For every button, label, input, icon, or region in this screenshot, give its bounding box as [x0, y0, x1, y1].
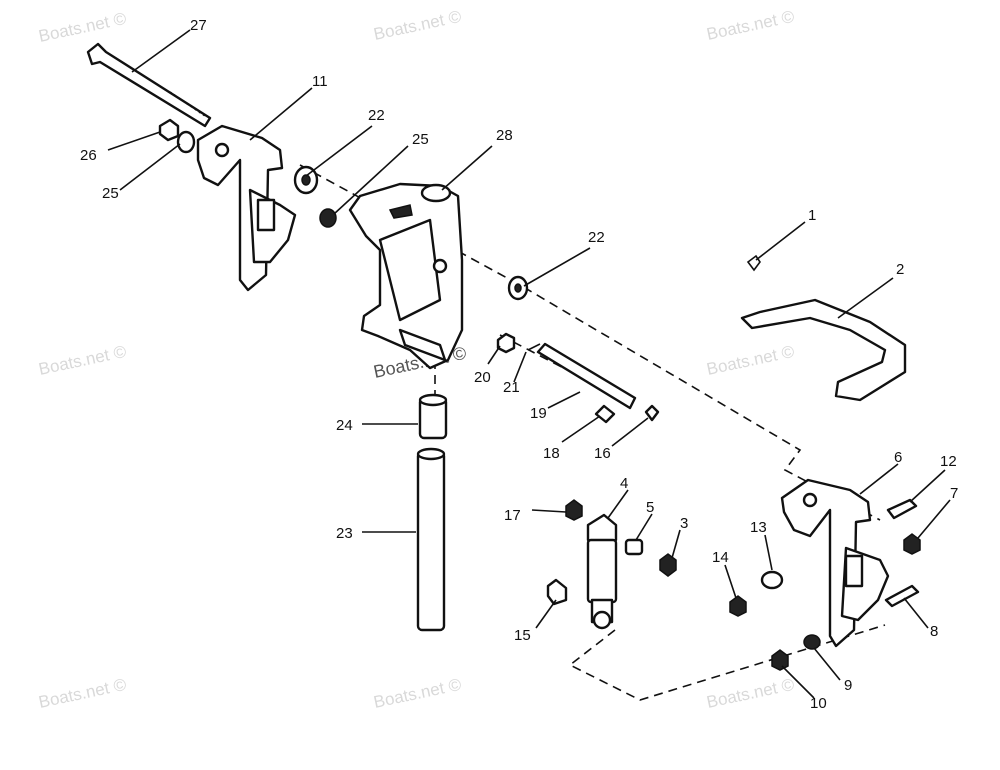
pin-part-21 [527, 343, 541, 351]
callout-6: 6 [894, 449, 902, 466]
watermark: Boats.net © [705, 675, 797, 712]
callout-22-right: 22 [588, 229, 605, 246]
callout-10: 10 [810, 695, 827, 712]
callout-8: 8 [930, 623, 938, 640]
callout-28: 28 [496, 127, 513, 144]
lever-part-2 [740, 298, 907, 402]
callout-13: 13 [750, 519, 767, 536]
nut-part-10 [771, 649, 789, 671]
callout-3: 3 [680, 515, 688, 532]
watermark: Boats.net © [37, 342, 129, 379]
callout-labels: 1 2 3 4 5 6 7 8 9 10 11 12 13 14 15 16 1… [80, 17, 958, 712]
shaft-part-19 [536, 342, 637, 410]
nut-part-17 [565, 499, 583, 521]
callout-4: 4 [620, 475, 628, 492]
washer-part-22-right [507, 275, 529, 301]
callout-24: 24 [336, 417, 353, 434]
callout-14: 14 [712, 549, 729, 566]
callout-1: 1 [808, 207, 816, 224]
nut-part-14 [729, 595, 747, 617]
callout-23: 23 [336, 525, 353, 542]
callout-25-left: 25 [102, 185, 119, 202]
callout-12: 12 [940, 453, 957, 470]
nut-part-26 [158, 118, 180, 142]
bolt-part-27 [86, 42, 212, 128]
tube-part-23 [416, 447, 446, 632]
watermark: Boats.net © [705, 342, 797, 379]
callout-16: 16 [594, 445, 611, 462]
callout-21: 21 [503, 379, 520, 396]
callout-22-upper: 22 [368, 107, 385, 124]
callout-2: 2 [896, 261, 904, 278]
callout-20: 20 [474, 369, 491, 386]
clip-part-1 [746, 254, 761, 272]
callout-11: 11 [312, 73, 328, 90]
right-bracket-part-6 [780, 478, 890, 648]
callout-7: 7 [950, 485, 958, 502]
washer-part-25-left [176, 130, 196, 154]
watermark: Boats.net © [37, 675, 129, 712]
fitting-part-16 [644, 404, 660, 422]
watermark: Boats.net © [372, 675, 464, 712]
callout-26: 26 [80, 147, 97, 164]
callout-5: 5 [646, 499, 654, 516]
bolt-part-12 [886, 498, 918, 520]
watermark: Boats.net © [705, 7, 797, 44]
bushing-part-24 [418, 393, 448, 440]
callout-15: 15 [514, 627, 531, 644]
washer-part-9 [803, 634, 821, 650]
leader-lines [107, 29, 951, 699]
bushing-part-5 [624, 538, 644, 556]
nut-part-3 [659, 553, 677, 577]
nut-part-7 [903, 533, 921, 555]
nut-part-20 [496, 332, 516, 354]
callout-19: 19 [530, 405, 547, 422]
watermarks: Boats.net © Boats.net © Boats.net © Boat… [37, 7, 797, 712]
washer-part-13 [760, 570, 784, 590]
left-bracket-part-11 [196, 124, 297, 292]
callout-27: 27 [190, 17, 207, 34]
washer-part-25-middle [319, 208, 337, 228]
cap-part-15 [546, 578, 568, 606]
callout-18: 18 [543, 445, 560, 462]
bolt-part-8 [884, 584, 920, 608]
swivel-bracket-part-28 [348, 182, 464, 370]
shock-part-4 [586, 513, 618, 630]
watermark: Boats.net © [372, 7, 464, 44]
callout-17: 17 [504, 507, 521, 524]
callout-25-upper: 25 [412, 131, 429, 148]
watermark: Boats.net © [37, 9, 129, 46]
callout-9: 9 [844, 677, 852, 694]
fitting-part-18 [594, 404, 616, 424]
